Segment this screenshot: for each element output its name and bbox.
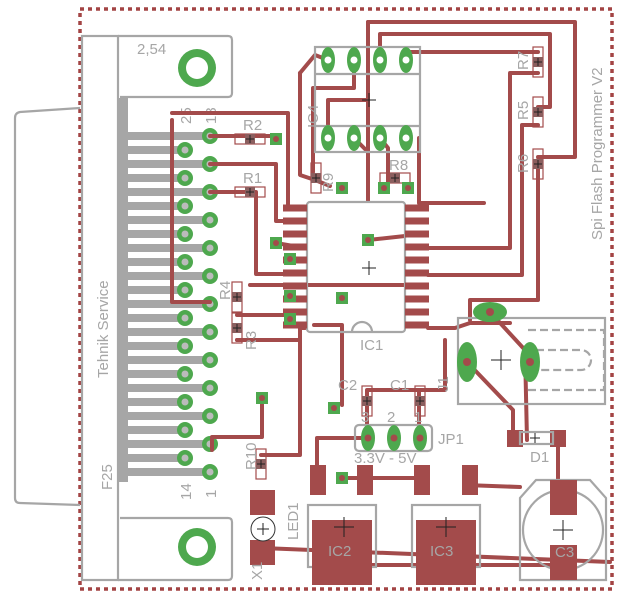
- connector-finger: [128, 398, 185, 406]
- pin-label-1: 1: [203, 490, 220, 498]
- board-outline: [78, 7, 614, 591]
- ic3-regulator: [410, 465, 482, 585]
- ic1-pin: [283, 308, 307, 316]
- ic1-pin: [405, 204, 429, 212]
- jp1-label: JP1: [438, 431, 464, 448]
- r8-label: R8: [389, 157, 408, 174]
- r4-label: R4: [217, 281, 234, 300]
- ic1-pin: [405, 230, 429, 238]
- pitch-label: 2,54: [137, 41, 166, 58]
- ic1-pin: [405, 282, 429, 290]
- ic1-pin: [283, 204, 307, 212]
- r1-label: R1: [243, 170, 262, 187]
- r9-label: R9: [320, 173, 337, 192]
- ic1-pin: [283, 269, 307, 277]
- ic1-pin: [405, 256, 429, 264]
- resistors: [231, 46, 544, 480]
- connector-finger: [128, 384, 210, 392]
- connector-finger: [128, 468, 210, 476]
- connector-finger: [128, 370, 185, 378]
- jp1-voltage-label: 3.3V - 5V: [354, 450, 417, 467]
- connector-finger: [128, 258, 185, 266]
- connector-finger: [128, 188, 210, 196]
- ic1-pin: [283, 217, 307, 225]
- ic4-dip8: [313, 45, 422, 154]
- pin-label-14: 14: [178, 483, 195, 500]
- d1-diode: [507, 430, 566, 447]
- connector-finger: [128, 314, 185, 322]
- ic4-label: IC4: [305, 105, 322, 128]
- connector-finger: [128, 132, 210, 140]
- connector-finger: [128, 412, 210, 420]
- jp1-jumper: [353, 423, 434, 453]
- jp1-pin-2: 2: [387, 409, 395, 426]
- ic1-pin: [405, 321, 429, 329]
- ic1-pin: [405, 295, 429, 303]
- connector-finger: [128, 146, 185, 154]
- connector-finger: [128, 440, 210, 448]
- connector-finger: [128, 300, 210, 308]
- ic3-label: IC3: [430, 543, 453, 560]
- ic2-regulator: [306, 465, 378, 585]
- connector-finger: [128, 426, 185, 434]
- led1: [250, 490, 276, 565]
- ic1-pin: [283, 230, 307, 238]
- connector-name: F25: [99, 464, 116, 490]
- ic1-pin: [283, 282, 307, 290]
- connector-finger: [128, 216, 210, 224]
- connector-finger: [128, 244, 210, 252]
- jp1-pin-3: 3: [361, 409, 369, 426]
- ic1-pin: [405, 308, 429, 316]
- r7-label: R7: [515, 51, 532, 70]
- d1-label: D1: [530, 449, 549, 466]
- c3-label: C3: [555, 544, 574, 561]
- connector-finger: [128, 202, 185, 210]
- ic1-label: IC1: [360, 337, 383, 354]
- c3-capacitor: [518, 478, 608, 582]
- j1-label: J1: [435, 376, 452, 392]
- ic1-pin: [283, 243, 307, 251]
- connector-finger: [128, 272, 210, 280]
- vias: [256, 133, 414, 484]
- ic1-soic: [283, 200, 429, 334]
- x1-label: X1: [249, 562, 266, 580]
- j1-component: [456, 302, 607, 406]
- ic1-pin: [405, 243, 429, 251]
- r6-label: R6: [515, 154, 532, 173]
- ic1-pin: [405, 269, 429, 277]
- r5-label: R5: [515, 101, 532, 120]
- connector-finger: [128, 328, 210, 336]
- db25-connector: [13, 34, 234, 582]
- r2-label: R2: [243, 117, 262, 134]
- connector-finger: [128, 356, 210, 364]
- connector-finger: [128, 286, 185, 294]
- ic1-pin: [405, 217, 429, 225]
- connector-finger: [128, 230, 185, 238]
- r3-label: R3: [243, 331, 260, 350]
- jp1-pin-1: 1: [414, 409, 422, 426]
- connector-finger: [128, 342, 185, 350]
- ic2-label: IC2: [328, 543, 351, 560]
- connector-label: Tehnik Service: [95, 280, 112, 378]
- led1-label: LED1: [285, 502, 302, 540]
- connector-finger: [128, 454, 185, 462]
- c1-label: C1: [390, 377, 409, 394]
- c2-label: C2: [338, 377, 357, 394]
- connector-finger: [128, 160, 210, 168]
- connector-finger: [128, 174, 185, 182]
- board-title: Spi Flash Programmer V2: [589, 67, 606, 240]
- pin-label-25: 25: [178, 107, 195, 124]
- pin-label-13: 13: [203, 107, 220, 124]
- r10-label: R10: [243, 442, 260, 470]
